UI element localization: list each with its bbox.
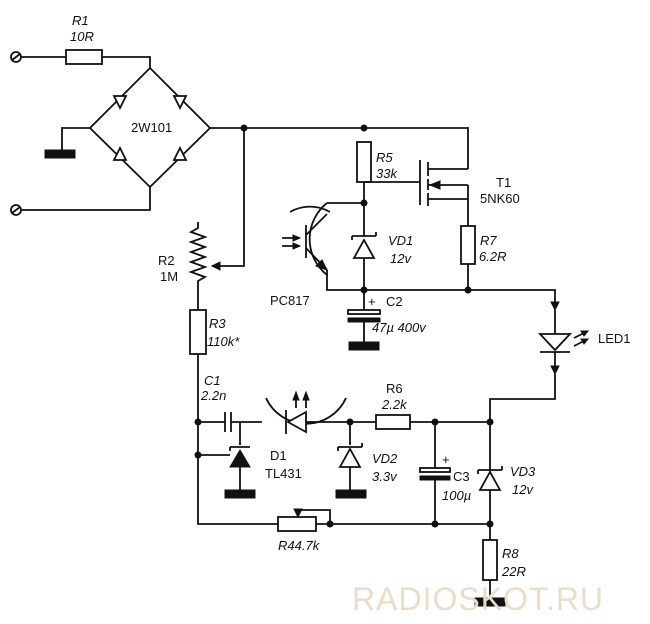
vd1-value-label: 12v [390,251,412,266]
r5-value-label: 33k [376,166,398,181]
led1-label: LED1 [598,331,631,346]
r7-ref-label: R7 [480,233,497,248]
t1-ref-label: T1 [496,175,511,190]
svg-text:+: + [442,452,450,467]
trimmer-r4 [277,516,317,532]
resistor-r7 [460,225,476,265]
r3-ref-label: R3 [209,316,226,331]
opto-label: PC817 [270,293,310,308]
c2-ref-label: C2 [386,294,403,309]
mosfet-t1 [364,160,469,226]
c2-value-label: 47µ 400v [372,320,427,335]
c1-value-label: 2.2n [200,388,226,403]
optocoupler-pc817 [282,202,331,276]
led1 [537,301,590,376]
r1-value-label: 10R [70,29,94,44]
r6-ref-label: R6 [386,381,403,396]
ground-symbol [348,341,380,351]
vd3-value-label: 12v [512,482,534,497]
d1-value-label: TL431 [265,466,302,481]
r2-value-label: 1M [160,269,178,284]
r1-ref-label: R1 [72,13,89,28]
zener-vd1 [352,238,376,259]
r2-ref-label: R2 [158,253,175,268]
vd2-ref-label: VD2 [372,451,398,466]
r6-value-label: 2.2k [381,397,408,412]
resistor-r8 [482,539,498,581]
vd3-ref-label: VD3 [510,464,536,479]
ground-symbol [335,489,367,499]
resistor-r1 [65,49,103,65]
resistor-r6 [375,414,411,430]
resistor-r3 [189,309,207,355]
tl431-d1 [229,449,251,468]
bridge-label: 2W101 [131,120,172,135]
r8-value-label: 22R [501,564,526,579]
r4-label: R44.7k [278,538,321,553]
r8-ref-label: R8 [502,546,519,561]
c3-value-label: 100µ [442,488,471,503]
capacitor-c3: + [419,422,451,524]
c1-ref-label: C1 [204,373,221,388]
ground-symbol [44,149,76,159]
t1-value-label: 5NK60 [480,191,520,206]
vd1-ref-label: VD1 [388,233,413,248]
svg-text:+: + [368,294,376,309]
zener-vd3 [478,470,502,491]
c3-ref-label: C3 [453,469,470,484]
optocoupler-led [240,390,350,434]
watermark: RADIOSKOT.RU [352,581,604,617]
d1-ref-label: D1 [270,448,287,463]
ac-input-terminals [10,51,22,216]
vd2-value-label: 3.3v [372,469,398,484]
bridge-rectifier [88,66,212,189]
capacitor-c2: + [347,290,381,342]
ground-symbol [224,489,256,499]
zener-vd2 [338,447,362,468]
resistor-r5 [356,141,372,183]
r3-value-label: 110k* [207,334,240,349]
ground-symbol [474,597,506,607]
potentiometer-r2 [188,222,208,310]
r7-value-label: 6.2R [479,249,506,264]
r5-ref-label: R5 [376,150,393,165]
